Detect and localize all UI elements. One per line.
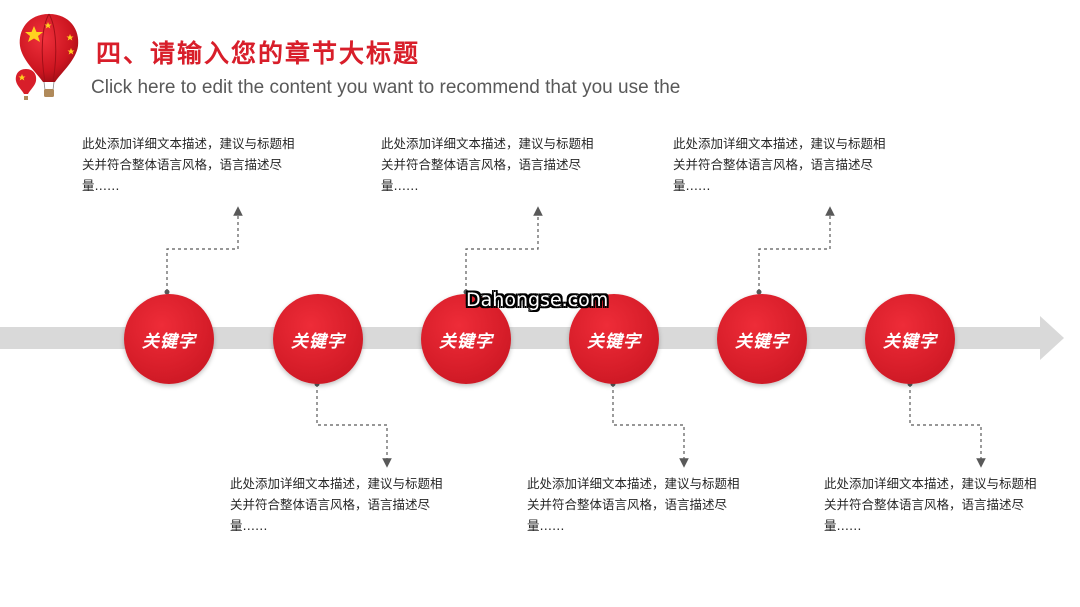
connector-6: [909, 384, 986, 468]
connector-4: [612, 384, 689, 468]
description-5: 此处添加详细文本描述，建议与标题相关并符合整体语言风格，语言描述尽量……: [673, 136, 886, 193]
connector-5: [758, 206, 835, 292]
keyword-node-3[interactable]: 关键字: [421, 294, 511, 384]
keyword-node-6[interactable]: 关键字: [865, 294, 955, 384]
description-2: 此处添加详细文本描述，建议与标题相关并符合整体语言风格，语言描述尽量……: [230, 476, 443, 533]
hot-air-balloon-icon: [19, 13, 79, 97]
connector-3: [465, 206, 543, 292]
connector-2: [316, 384, 392, 468]
description-4: 此处添加详细文本描述，建议与标题相关并符合整体语言风格，语言描述尽量……: [527, 476, 740, 533]
keyword-node-1[interactable]: 关键字: [124, 294, 214, 384]
keyword-node-4[interactable]: 关键字: [569, 294, 659, 384]
description-6: 此处添加详细文本描述，建议与标题相关并符合整体语言风格，语言描述尽量……: [824, 476, 1037, 533]
subtitle-text: Click here to edit the content you want …: [91, 77, 681, 98]
description-3: 此处添加详细文本描述，建议与标题相关并符合整体语言风格，语言描述尽量……: [381, 136, 594, 193]
keyword-node-5[interactable]: 关键字: [717, 294, 807, 384]
description-1: 此处添加详细文本描述，建议与标题相关并符合整体语言风格，语言描述尽量……: [82, 136, 295, 193]
watermark-text: Dahongse.com: [466, 289, 609, 311]
timeline-arrow-head: [1040, 316, 1064, 360]
keyword-node-2[interactable]: 关键字: [273, 294, 363, 384]
small-balloon-icon: [15, 69, 37, 100]
connector-1: [166, 206, 243, 292]
section-title: 四、请输入您的章节大标题: [96, 39, 421, 68]
